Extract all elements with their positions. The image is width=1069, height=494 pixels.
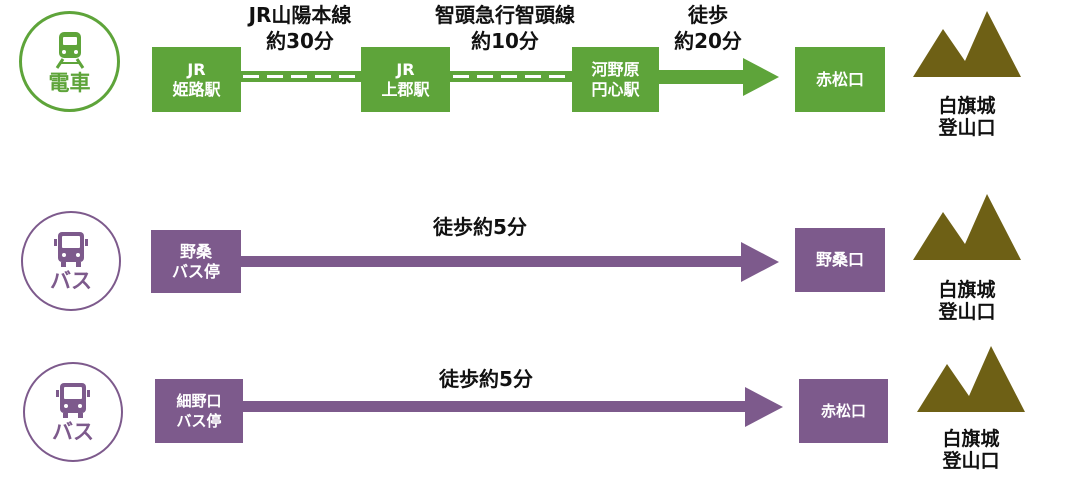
destination-box: 赤松口 [795,47,885,112]
walk-arrow [239,240,779,284]
station-box: 河野原 円心駅 [572,47,659,112]
destination-label: 赤松口 [820,402,866,420]
trailhead-label: 白旗城 登山口 [938,279,996,323]
bus-icon [54,230,88,268]
train-icon [51,30,89,70]
destination-box: 野桑口 [795,228,885,292]
bus-mode-badge: バス [23,362,123,462]
mountain-icon [913,194,1021,260]
train-mode-badge: 電車 [19,11,120,112]
bus-icon [56,381,90,419]
trailhead-label: 白旗城 登山口 [942,428,1000,472]
rail-dash [243,75,359,78]
station-label: 河野原 円心駅 [591,59,640,99]
segment-label: 徒歩約5分 [439,367,533,391]
mode-label: バス [50,269,92,293]
mode-label: 電車 [48,70,91,95]
station-label: JR 姫路駅 [172,59,221,99]
walk-arrow [659,56,779,98]
station-box: JR 上郡駅 [361,47,450,112]
segment-label: 智頭急行智頭線 約10分 [435,3,575,53]
station-box: JR 姫路駅 [152,47,241,112]
destination-box: 赤松口 [799,379,888,443]
stop-label: 野桑 バス停 [171,241,220,281]
mode-label: バス [52,420,94,444]
rail-dash [453,75,569,78]
destination-label: 野桑口 [815,250,864,269]
station-label: JR 上郡駅 [381,59,430,99]
bus-mode-badge: バス [21,211,121,311]
segment-label: 徒歩 約20分 [674,3,742,53]
stop-label: 細野口 バス停 [176,392,222,430]
stop-box: 野桑 バス停 [151,230,241,293]
segment-label: 徒歩約5分 [433,215,527,239]
mountain-icon [913,11,1021,77]
stop-box: 細野口 バス停 [155,379,243,443]
destination-label: 赤松口 [815,69,864,89]
walk-arrow [241,385,783,429]
trailhead-label: 白旗城 登山口 [938,95,996,139]
mountain-icon [917,346,1025,412]
segment-label: JR山陽本線 約30分 [248,3,352,53]
